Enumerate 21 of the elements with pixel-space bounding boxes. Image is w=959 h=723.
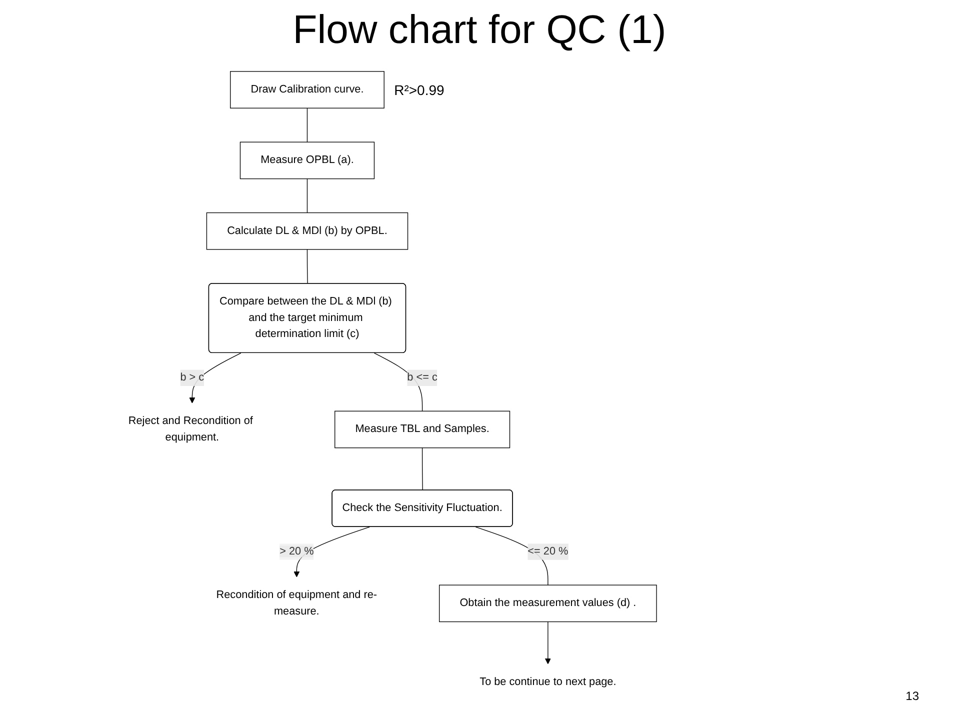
node-box: Measure TBL and Samples. — [334, 410, 510, 448]
page-number: 13 — [906, 689, 919, 703]
edge-label: b > c — [180, 372, 204, 384]
connector — [306, 108, 308, 142]
node-text: To be continue to next page. — [480, 676, 616, 688]
arrow — [189, 352, 242, 404]
arrow — [544, 621, 551, 664]
node-box: Measure OPBL (a). — [240, 142, 375, 180]
edge-label: <= 20 % — [528, 546, 568, 558]
node-text: Recondition of equipment and re-measure. — [216, 589, 378, 617]
node-box: Draw Calibration curve. — [230, 71, 384, 108]
connector — [422, 447, 423, 491]
connector — [306, 178, 308, 214]
edge-label: b <= c — [407, 372, 438, 384]
node-text: Reject and Recondition of equipment. — [128, 415, 253, 444]
node-box: Calculate DL & MDl (b) by OPBL. — [206, 212, 408, 250]
annotation: R²>0.99 — [394, 82, 444, 98]
connector — [306, 249, 308, 284]
node-box: Obtain the measurement values (d) . — [439, 584, 657, 622]
title: Flow chart for QC (1) — [292, 8, 668, 53]
edge-label: > 20 % — [280, 546, 314, 558]
